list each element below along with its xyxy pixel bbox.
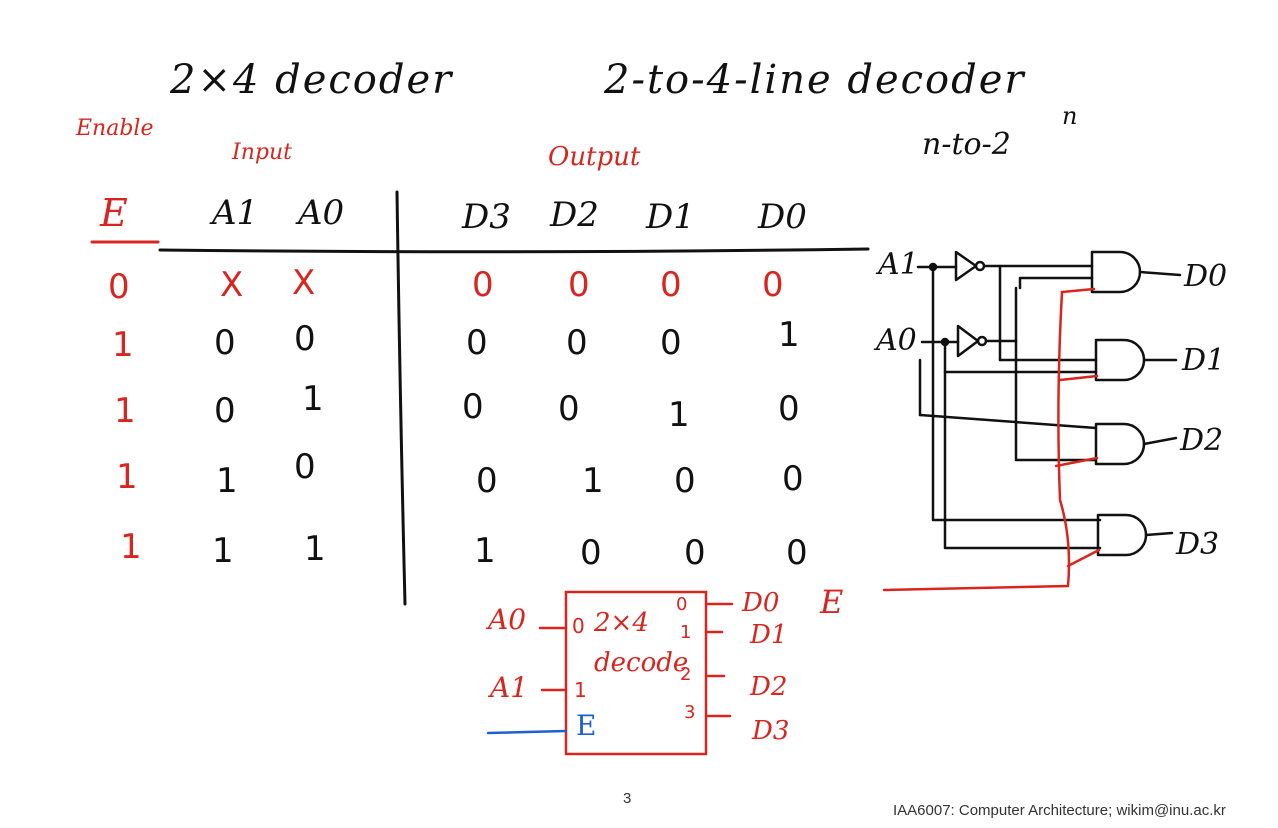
block-pin-out-0: 0 [676, 594, 688, 615]
table-header-rule [158, 247, 870, 254]
circuit-output-d0: D0 [1184, 259, 1228, 294]
table-cell: 1 [304, 529, 326, 569]
block-output-d0: D0 [742, 588, 780, 618]
output-label: Output [548, 142, 641, 172]
table-cell: 1 [114, 391, 136, 431]
table-cell: 0 [472, 265, 494, 305]
table-cell: 0 [476, 461, 498, 501]
title-2x4-decoder: 2×4 decoder [170, 57, 454, 103]
page-number: 3 [623, 790, 632, 807]
block-enable-line [486, 729, 568, 735]
table-cell: 0 [580, 533, 602, 573]
table-cell: 1 [582, 461, 604, 501]
block-pin-out-2: 2 [680, 664, 692, 685]
table-cell: 0 [294, 447, 316, 487]
circuit-output-d3: D3 [1176, 527, 1220, 562]
circuit-output-d2: D2 [1180, 423, 1224, 458]
table-cell: 0 [466, 323, 488, 363]
circuit-input-a0: A0 [876, 323, 917, 358]
block-pin-enable: E [576, 709, 597, 742]
table-cell: 0 [108, 267, 130, 307]
circuit-input-a1: A1 [878, 247, 919, 282]
table-cell: 0 [778, 389, 800, 429]
block-input-a0: A0 [488, 603, 527, 636]
table-cell: 0 [558, 389, 580, 429]
table-cell: 1 [668, 395, 690, 435]
table-cell: 0 [568, 265, 590, 305]
table-cell: 1 [474, 531, 496, 571]
inverter-a0 [956, 324, 980, 358]
block-pin-out-1: 1 [680, 622, 692, 643]
table-cell: 0 [684, 533, 706, 573]
enable-label: Enable [76, 116, 154, 141]
table-cell: 1 [778, 315, 800, 355]
block-name-line1: 2×4 [594, 608, 649, 638]
col-header-d3: D3 [462, 197, 511, 237]
block-output-d2: D2 [750, 672, 788, 702]
decoder-block [538, 590, 734, 756]
col-header-d1: D1 [646, 197, 695, 237]
table-cell: 1 [212, 531, 234, 571]
table-cell: 0 [786, 533, 808, 573]
decoder-circuit [916, 250, 1182, 557]
general-form-exponent: n [1062, 102, 1078, 130]
inverter-a1 [954, 250, 978, 282]
table-cell: 1 [116, 457, 138, 497]
table-cell: 0 [674, 461, 696, 501]
table-cell: X [220, 265, 244, 305]
block-output-d3: D3 [752, 716, 790, 746]
table-cell: 0 [762, 265, 784, 305]
col-header-a1: A1 [212, 193, 259, 233]
table-cell: 0 [462, 387, 484, 427]
circuit-output-d1: D1 [1182, 343, 1226, 378]
table-cell: X [292, 263, 316, 303]
table-cell: 0 [566, 323, 588, 363]
table-divider [395, 190, 407, 606]
col-header-d2: D2 [550, 195, 599, 235]
block-pin-out-3: 3 [684, 702, 696, 723]
title-2-to-4-line-decoder: 2-to-4-line decoder [604, 57, 1026, 103]
and-gate-d0 [1090, 250, 1142, 294]
and-gate-d3 [1096, 513, 1148, 557]
input-label: Input [232, 140, 292, 165]
and-gate-d1 [1094, 338, 1146, 382]
table-cell: 0 [214, 391, 236, 431]
table-cell: 1 [112, 325, 134, 365]
table-cell: 0 [782, 459, 804, 499]
table-cell: 1 [302, 379, 324, 419]
table-cell: 0 [660, 265, 682, 305]
footer-text: IAA6007: Computer Architecture; wikim@in… [893, 802, 1226, 819]
col-header-e: E [100, 191, 128, 235]
general-form: n-to-2 [922, 127, 1011, 162]
table-cell: 1 [120, 527, 142, 567]
block-pin-in-1: 1 [574, 678, 587, 702]
circuit-enable-label: E [820, 583, 844, 621]
col-header-d0: D0 [758, 197, 807, 237]
table-cell: 1 [216, 461, 238, 501]
col-header-a0: A0 [298, 193, 345, 233]
block-name-line2: decode [594, 648, 689, 678]
and-gate-d2 [1094, 422, 1146, 466]
table-cell: 0 [660, 323, 682, 363]
table-cell: 0 [214, 323, 236, 363]
enable-bus [882, 287, 1101, 592]
table-cell: 0 [294, 319, 316, 359]
block-output-d1: D1 [750, 620, 788, 650]
block-input-a1: A1 [490, 671, 529, 704]
block-pin-in-0: 0 [572, 614, 585, 638]
